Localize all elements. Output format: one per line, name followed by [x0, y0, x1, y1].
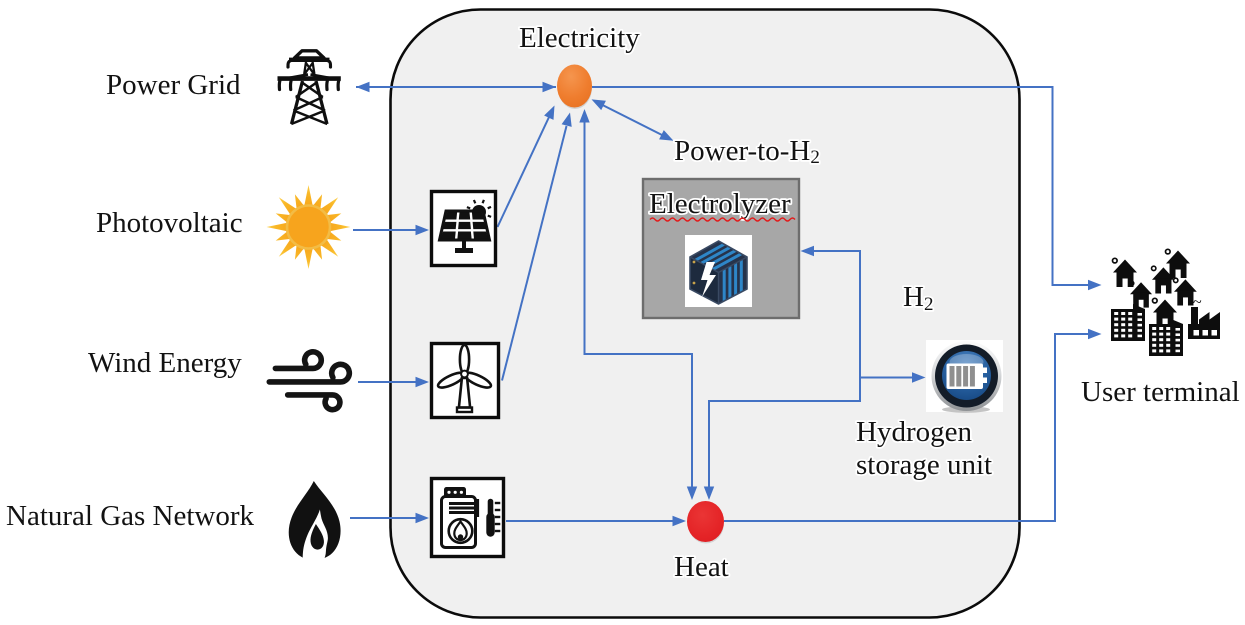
svg-text:Hydrogen: Hydrogen	[856, 416, 972, 448]
svg-text:Heat: Heat	[674, 551, 729, 583]
svg-text:H2: H2	[903, 281, 933, 315]
svg-text:Natural Gas Network: Natural Gas Network	[6, 500, 255, 532]
svg-text:Power-to-H2: Power-to-H2	[674, 135, 820, 168]
svg-text:Electrolyzer: Electrolyzer	[649, 188, 791, 220]
svg-text:Electricity: Electricity	[519, 22, 640, 54]
svg-text:User terminal: User terminal	[1081, 376, 1240, 408]
svg-text:storage unit: storage unit	[856, 449, 992, 481]
svg-text:Power Grid: Power Grid	[106, 69, 241, 101]
svg-text:Photovoltaic: Photovoltaic	[96, 207, 243, 239]
svg-text:Wind Energy: Wind Energy	[88, 347, 242, 379]
svg-text:~: ~	[1193, 294, 1202, 311]
